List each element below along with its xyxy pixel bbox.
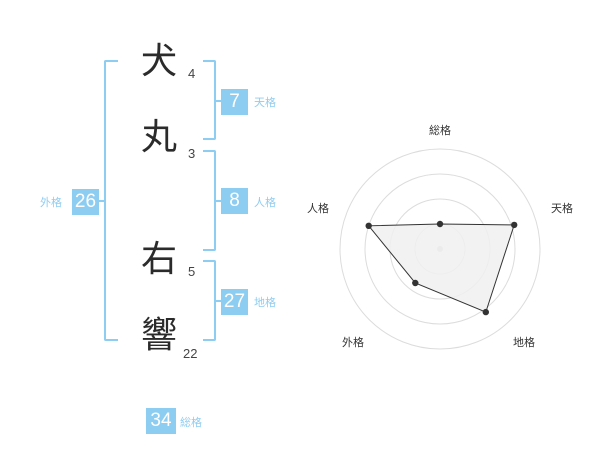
stroke-count-4: 22 xyxy=(183,346,198,361)
name-character-2: 丸 xyxy=(140,117,177,158)
soukaku-label: 総格 xyxy=(180,416,202,429)
stroke-count-3: 5 xyxy=(188,264,196,279)
radar-label-tenkaku: 天格 xyxy=(551,201,573,215)
radar-area xyxy=(367,223,515,313)
radar-point-0 xyxy=(436,220,444,228)
stroke-count-2: 3 xyxy=(188,146,196,161)
name-character-1: 犬 xyxy=(140,41,177,82)
radar-label-chikaku: 地格 xyxy=(513,335,535,349)
name-character-3: 右 xyxy=(140,239,177,280)
radar-point-4 xyxy=(365,222,372,229)
radar-point-2 xyxy=(482,308,489,316)
tenkaku-label: 天格 xyxy=(254,96,276,109)
chikaku-label: 地格 xyxy=(254,296,276,309)
stroke-count-1: 4 xyxy=(188,66,196,81)
soukaku-badge: 34 xyxy=(146,408,176,434)
chikaku-tick xyxy=(215,300,221,302)
gaikaku-bracket xyxy=(104,60,118,341)
name-character-4: 響 xyxy=(140,315,177,356)
jinkaku-badge: 8 xyxy=(221,188,248,214)
tenkaku-badge: 7 xyxy=(221,89,248,115)
jinkaku-label: 人格 xyxy=(254,196,276,209)
radar-point-1 xyxy=(511,221,518,229)
radar-point-3 xyxy=(412,279,419,287)
jinkaku-tick xyxy=(215,200,221,202)
chikaku-badge: 27 xyxy=(221,289,248,315)
tenkaku-tick xyxy=(215,100,221,102)
radar-label-soukaku: 総格 xyxy=(429,123,451,137)
radar-ring xyxy=(364,173,516,325)
radar-label-gaikaku: 外格 xyxy=(342,335,364,349)
radar-label-jinkaku: 人格 xyxy=(307,201,329,215)
gaikaku-label: 外格 xyxy=(40,196,62,209)
gaikaku-tick xyxy=(96,200,105,202)
radar-ring xyxy=(339,148,541,350)
gaikaku-badge: 26 xyxy=(72,189,99,215)
